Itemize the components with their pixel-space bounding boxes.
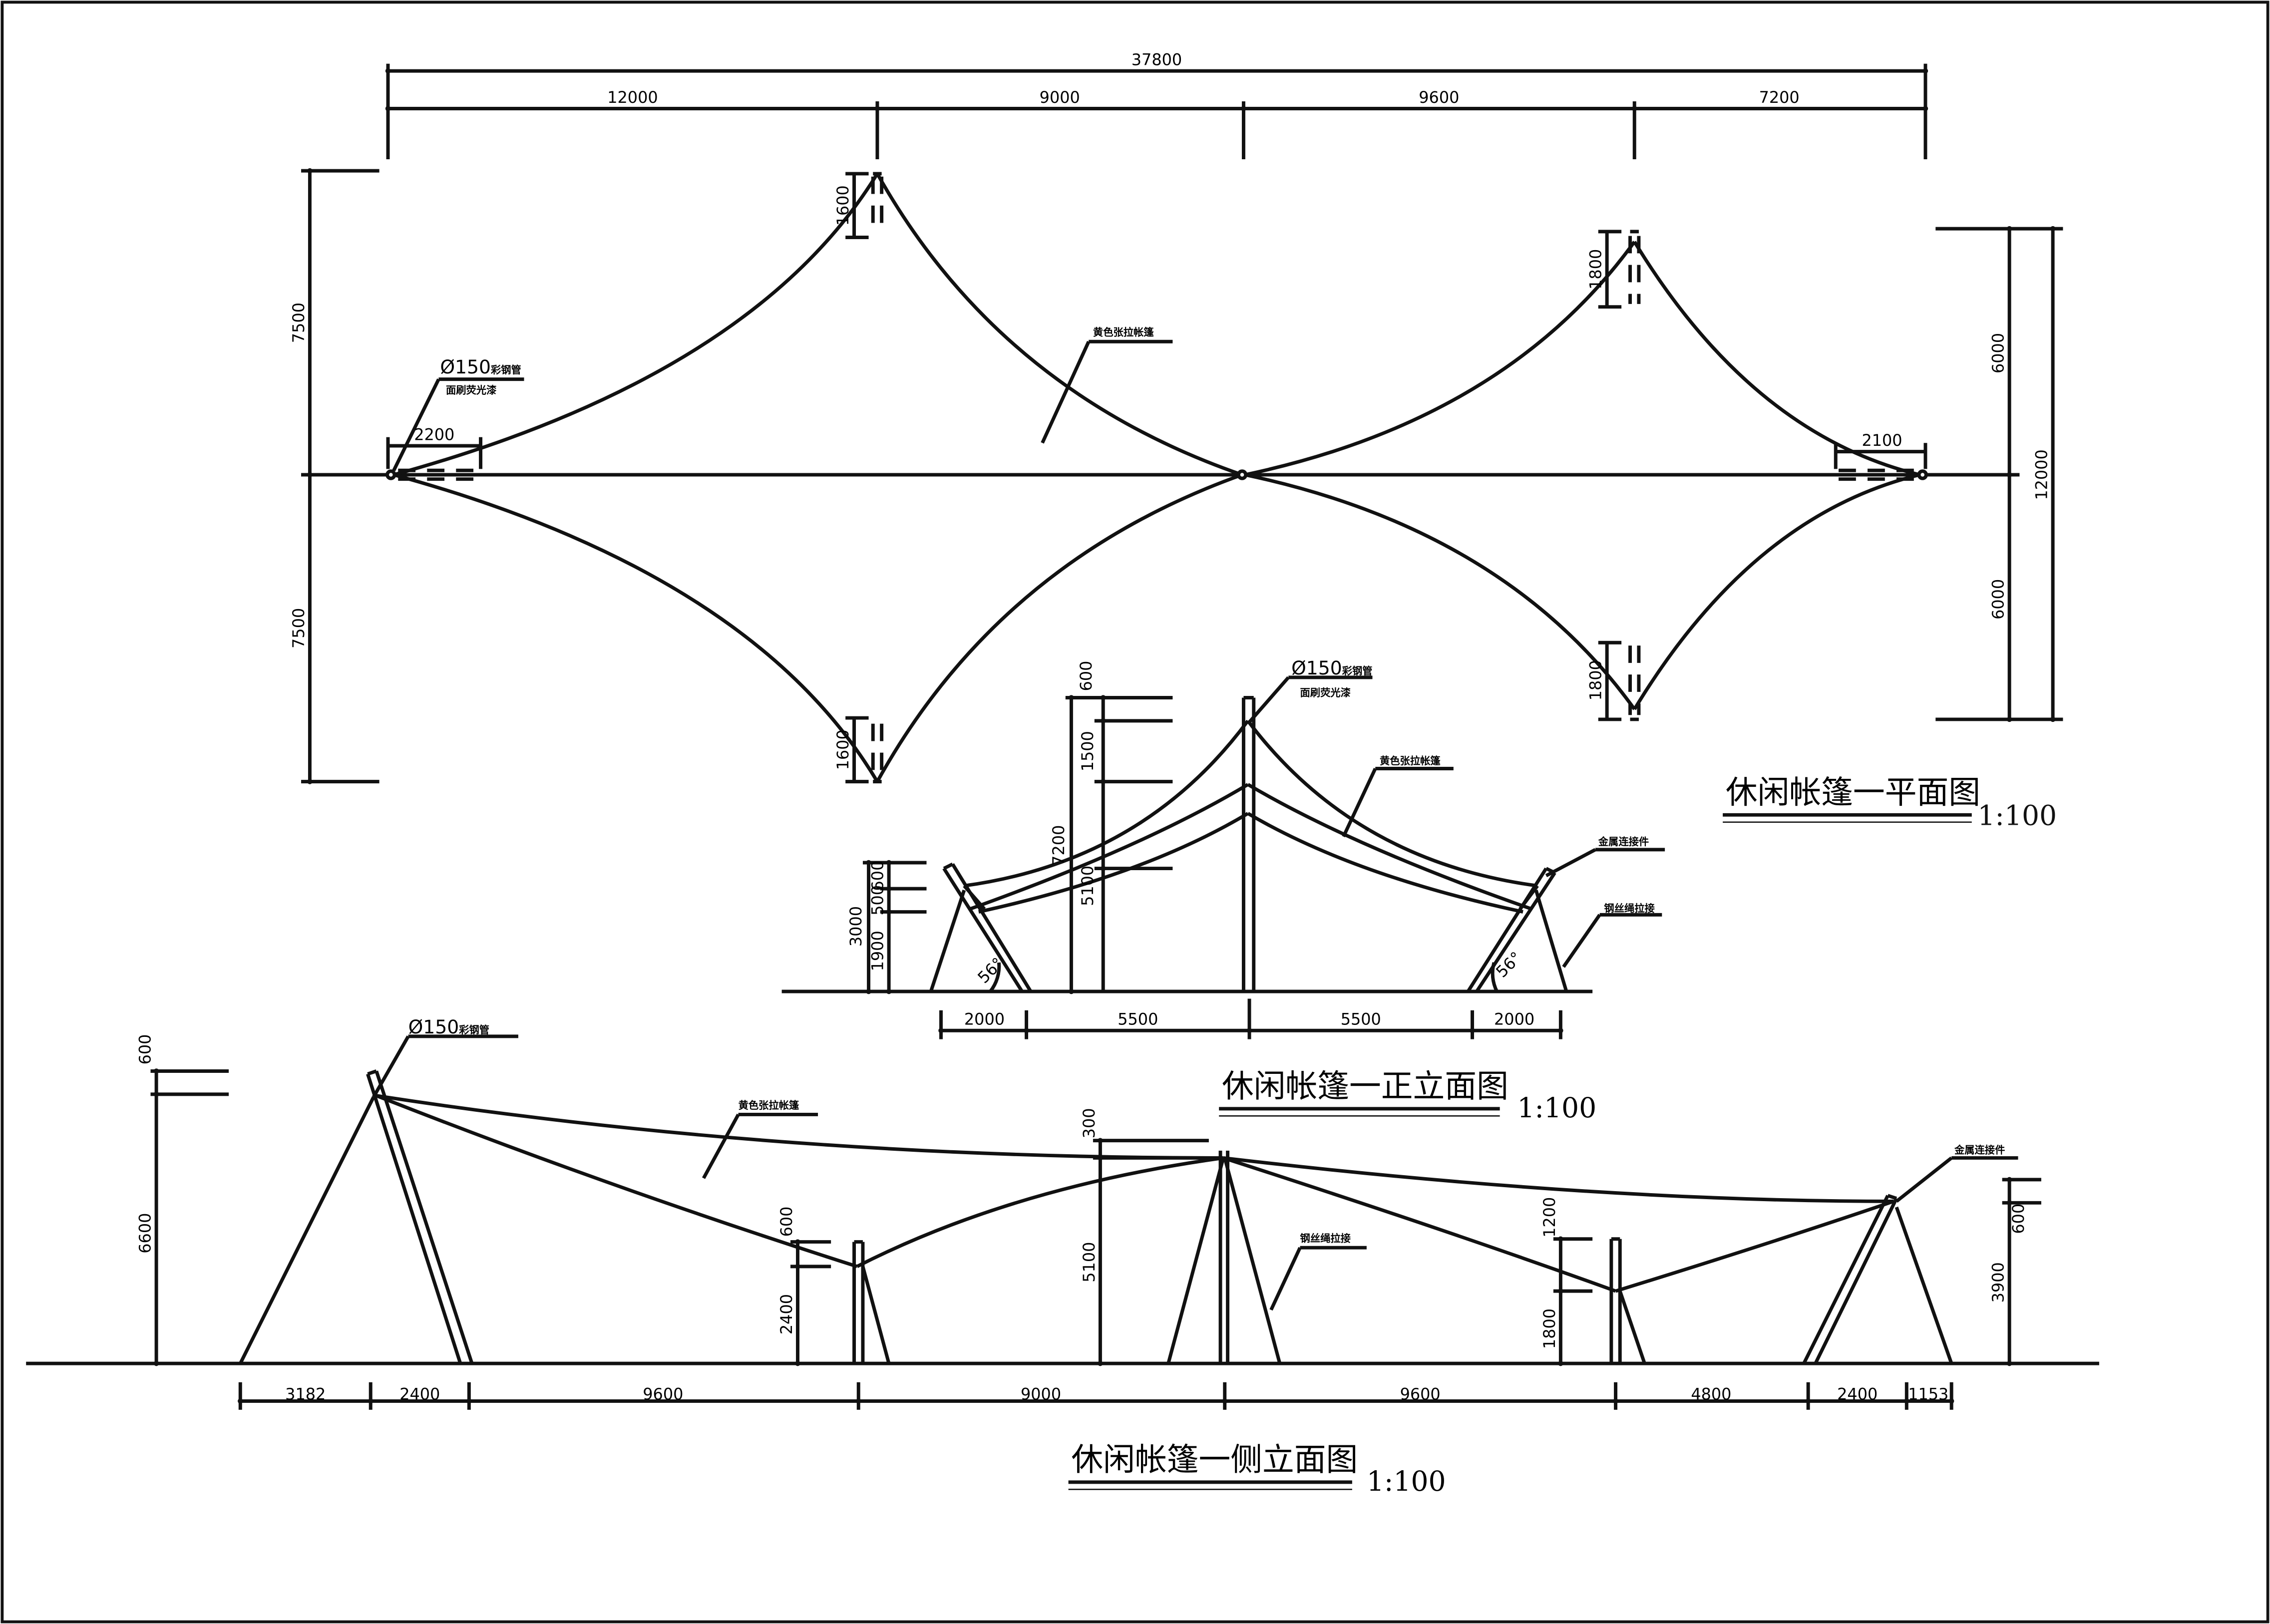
plan-dim-seg-3: 9600 xyxy=(1419,88,1459,107)
side-dim-300: 300 xyxy=(1080,1108,1099,1138)
side-dim-2400: 2400 xyxy=(777,1294,796,1334)
plan-dim-post-tr: 1800 xyxy=(1586,249,1605,290)
plan-dim-total: 37800 xyxy=(1132,50,1182,69)
side-dim-1200: 1200 xyxy=(1540,1197,1559,1238)
plan-pipe-label: Ø150彩钢管 xyxy=(440,356,521,378)
side-dim-b7: 2400 xyxy=(1837,1385,1878,1404)
side-dim-b5: 9600 xyxy=(1400,1385,1441,1404)
front-dim-500-left: 500 xyxy=(868,885,887,916)
side-dim-600-left: 600 xyxy=(136,1034,155,1065)
plan-dim-right-total: 12000 xyxy=(2032,449,2051,500)
side-dim-b3: 9600 xyxy=(643,1385,683,1404)
front-dim-1500: 1500 xyxy=(1078,731,1097,771)
side-dim-1800: 1800 xyxy=(1540,1308,1559,1349)
side-dim-b6: 4800 xyxy=(1691,1385,1731,1404)
front-elevation: 600 1500 7200 5100 3000 600 500 1900 200… xyxy=(781,657,1665,1124)
front-angle-right: 56° xyxy=(1492,948,1525,981)
front-pipe-label: Ø150彩钢管 xyxy=(1291,657,1372,679)
plan-dim-seg-1: 12000 xyxy=(607,88,658,107)
plan-dim-end-right: 2100 xyxy=(1862,431,1902,450)
front-dim-600-left: 600 xyxy=(868,861,887,891)
plan-dim-seg-4: 7200 xyxy=(1759,88,1800,107)
plan-dim-post-br: 1800 xyxy=(1586,660,1605,700)
side-cable-label: 钢丝绳拉接 xyxy=(1300,1233,1351,1245)
plan-dim-seg-2: 9000 xyxy=(1040,88,1080,107)
front-connector-label: 金属连接件 xyxy=(1598,836,1649,848)
side-dim-600-right: 600 xyxy=(2009,1204,2028,1234)
front-pipe-note: 面刷荧光漆 xyxy=(1300,687,1351,699)
side-dim-3900: 3900 xyxy=(1989,1262,2008,1302)
front-dim-b1: 2000 xyxy=(964,1010,1005,1029)
side-dim-b8: 1153 xyxy=(1908,1385,1948,1404)
side-title: 休闲帐篷一侧立面图 xyxy=(1071,1442,1358,1479)
plan-pipe-note: 面刷荧光漆 xyxy=(446,384,497,396)
side-dim-b1: 3182 xyxy=(285,1385,326,1404)
front-dim-b2: 5500 xyxy=(1118,1010,1158,1029)
plan-dim-post-bl: 1600 xyxy=(833,729,852,770)
side-membrane-label: 黄色张拉帐篷 xyxy=(739,1099,799,1111)
front-scale: 1:100 xyxy=(1517,1092,1596,1124)
side-dim-b2: 2400 xyxy=(399,1385,440,1404)
side-scale: 1:100 xyxy=(1367,1465,1446,1497)
front-title: 休闲帐篷一正立面图 xyxy=(1222,1068,1509,1105)
front-dim-1900-left: 1900 xyxy=(868,931,887,971)
plan-dim-post-tl: 1600 xyxy=(833,185,852,226)
plan-dim-right-upper: 6000 xyxy=(1989,333,2008,373)
side-dim-6600: 6600 xyxy=(136,1213,155,1254)
plan-dim-left-lower: 7500 xyxy=(289,608,308,649)
plan-membrane-label: 黄色张拉帐篷 xyxy=(1093,326,1154,338)
side-dim-b4: 9000 xyxy=(1021,1385,1061,1404)
front-cable-label: 钢丝绳拉接 xyxy=(1604,903,1654,915)
front-dim-b3: 5500 xyxy=(1341,1010,1381,1029)
front-dim-5100: 5100 xyxy=(1078,866,1097,906)
side-connector-label: 金属连接件 xyxy=(1954,1144,2005,1156)
side-pipe-label: Ø150彩钢管 xyxy=(408,1016,489,1038)
plan-scale: 1:100 xyxy=(1977,800,2057,832)
plan-dim-right-lower: 6000 xyxy=(1989,579,2008,620)
front-dim-7200: 7200 xyxy=(1049,825,1068,866)
plan-view: 37800 12000 9000 9600 7200 7500 7500 600… xyxy=(289,50,2063,832)
plan-dim-left-upper: 7500 xyxy=(289,303,308,343)
front-dim-b4: 2000 xyxy=(1494,1010,1534,1029)
front-membrane-label: 黄色张拉帐篷 xyxy=(1380,755,1441,767)
side-elevation: 600 6600 600 2400 300 5100 1200 1800 600… xyxy=(26,1016,2099,1497)
plan-title: 休闲帐篷一平面图 xyxy=(1726,774,1980,811)
front-dim-3000: 3000 xyxy=(846,906,865,947)
front-dim-600: 600 xyxy=(1077,661,1096,691)
side-dim-600-post: 600 xyxy=(777,1207,796,1237)
plan-dim-end-left: 2200 xyxy=(414,425,454,444)
side-dim-5100: 5100 xyxy=(1080,1242,1099,1283)
